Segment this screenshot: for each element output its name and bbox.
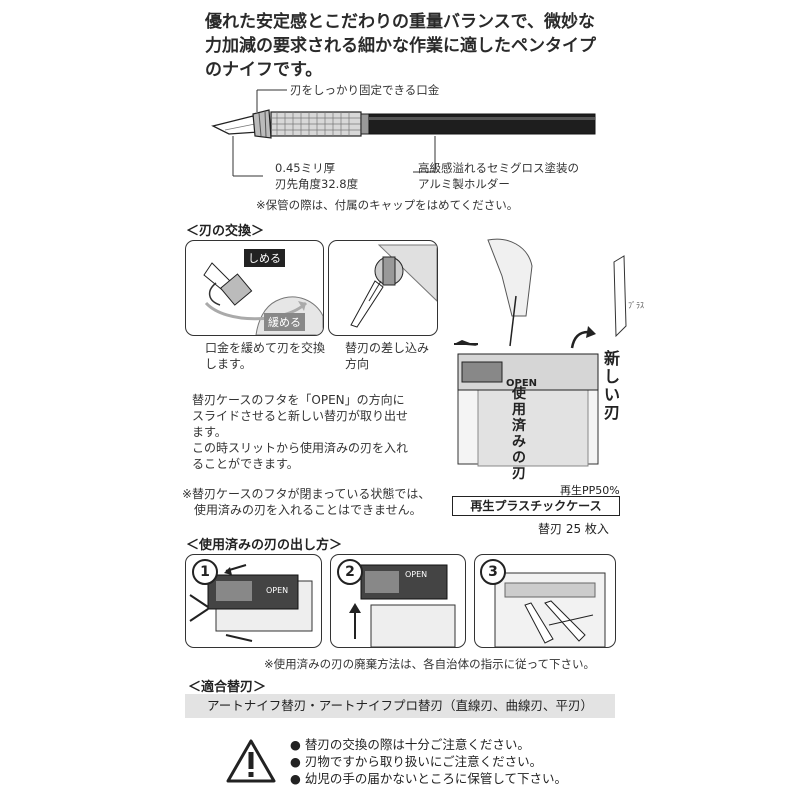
intro-line: 力加減の要求される細かな作業に適したペンタイプ (205, 36, 596, 56)
holder-callout: アルミ製ホルダー (418, 177, 510, 191)
recycled-pp-label: 再生PP50% (560, 484, 620, 497)
blade-count: 替刃 25 枚入 (538, 522, 609, 536)
section-title-blade-change: ＜刃の交換＞ (186, 224, 265, 239)
holder-callout: 高級感溢れるセミグロス塗装の (418, 161, 579, 175)
insert-illustration (350, 244, 437, 328)
panel-loosen: しめる 緩める (185, 240, 324, 336)
warning-item: ● 幼児の手の届かないところに保管して下さい。 (290, 771, 568, 786)
warning-item: ● 刃物ですから取り扱いにご注意ください。 (290, 754, 543, 769)
step-number-2: 2 (337, 559, 363, 585)
knife-illustration (211, 89, 596, 177)
section-title-used-blade: ＜使用済みの刃の出し方＞ (186, 538, 343, 553)
case-label: 再生プラスチックケース (452, 496, 620, 516)
blade-mark: ﾌﾞﾗｽ (628, 301, 644, 310)
intro-line: のナイフです。 (205, 60, 323, 80)
thickness-callout: 0.45ミリ厚 (275, 161, 336, 175)
step-2-open-label: OPEN (405, 570, 428, 579)
new-blade-label: 新しい刃 (604, 349, 621, 422)
step-1-open-label: OPEN (266, 586, 289, 595)
blade-case-illustration (454, 238, 627, 467)
step-number-1: 1 (192, 559, 218, 585)
step-panel-2 (330, 554, 466, 648)
open-label: OPEN (506, 378, 538, 389)
warning-triangle-icon (226, 739, 276, 783)
loosen-label: 緩める (264, 313, 305, 331)
used-blade-label: 使用済みの刃 (512, 386, 526, 482)
insert-caption: 替刃の差し込み 方向 (345, 341, 430, 371)
loosen-caption: 口金を緩めて刃を交換 します。 (205, 341, 326, 371)
blade-case-note: ※替刃ケースのフタが閉まっている状態では、 使用済みの刃を入れることはできません… (182, 487, 431, 517)
knife-mouthpiece (252, 109, 272, 139)
panel-insert (328, 240, 438, 336)
intro-line: 優れた安定感とこだわりの重量バランスで、微妙な (205, 12, 595, 32)
disposal-note: ※使用済みの刃の廃棄方法は、各自治体の指示に従って下さい。 (264, 657, 596, 671)
step-3-illustration (494, 572, 606, 647)
compatible-blades-bar: アートナイフ替刃・アートナイフプロ替刃（直線刃、曲線刃、平刃） (185, 694, 615, 718)
angle-callout: 刃先角度32.8度 (275, 177, 359, 191)
tighten-label: しめる (244, 249, 285, 267)
section-title-compatible: ＜適合替刃＞ (188, 680, 267, 695)
step-2-illustration (349, 564, 456, 647)
warning-item: ● 替刃の交換の際は十分ご注意ください。 (290, 737, 530, 752)
intro-text: 優れた安定感とこだわりの重量バランスで、微妙な 力加減の要求される細かな作業に適… (205, 10, 625, 82)
warning-list: ● 替刃の交換の際は十分ご注意ください。 ● 刃物ですから取り扱いにご注意くださ… (290, 736, 567, 787)
knife-blade (211, 115, 260, 135)
cap-note: ※保管の際は、付属のキャップをはめてください。 (256, 198, 519, 212)
step-1-illustration (189, 564, 313, 642)
blade-case-description: 替刃ケースのフタを「OPEN」の方向に スライドさせると新しい替刃が取り出せ ま… (192, 393, 409, 471)
step-number-3: 3 (480, 559, 506, 585)
mouthpiece-callout: 刃をしっかり固定できる口金 (290, 83, 440, 97)
